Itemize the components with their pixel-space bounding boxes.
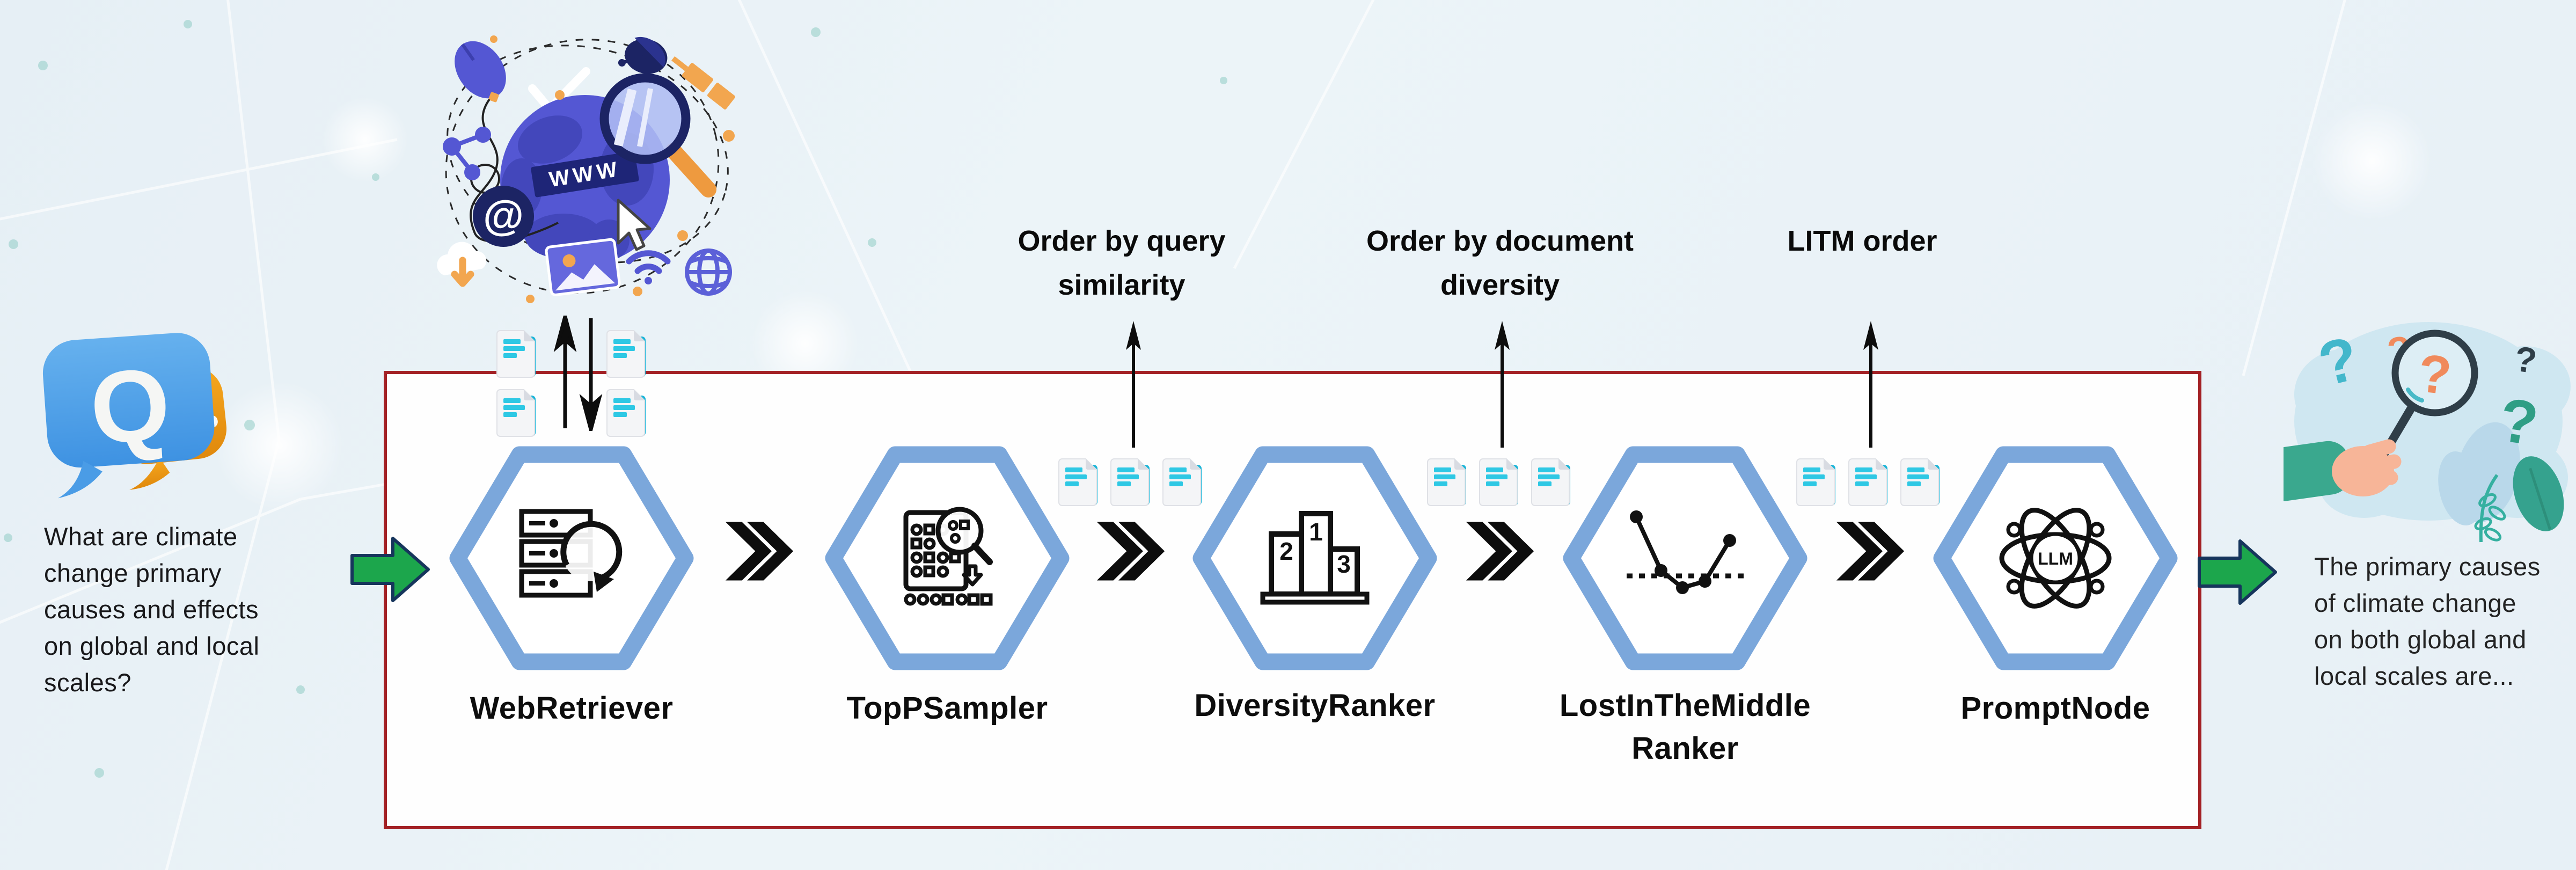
annotation-order-by-document-diversity: Order by document diversity	[1366, 225, 1634, 301]
document-icon	[1848, 458, 1888, 506]
at-sign-icon: @	[473, 186, 534, 247]
magnifier-icon	[599, 73, 716, 198]
image-icon	[545, 238, 621, 296]
share-nodes-icon	[443, 127, 491, 180]
leaf-decoration	[2438, 422, 2564, 543]
annotation-litm-order: LITM order	[1787, 225, 1937, 257]
chevron-separator	[725, 522, 794, 581]
document-icon	[1058, 458, 1098, 506]
node-label-diversityranker: DiversityRanker	[1194, 688, 1436, 723]
node-label-webretriever: WebRetriever	[470, 691, 674, 726]
document-icon	[496, 389, 536, 437]
node-label-promptnode: PromptNode	[1960, 691, 2150, 726]
question-bubble-icon: Q	[42, 333, 227, 499]
question-bubble-blue	[42, 333, 215, 499]
annotation-arrow	[1495, 321, 1510, 448]
web-search-illustration: WWW @	[437, 35, 735, 303]
document-icon	[1479, 458, 1519, 506]
satellite-icon	[618, 36, 735, 109]
answer-text: The primary causes of climate change on …	[2314, 552, 2541, 690]
cursor-icon	[617, 199, 652, 251]
download-icon	[437, 242, 487, 287]
question-letter: Q	[86, 347, 173, 466]
document-icon	[1427, 458, 1467, 506]
document-icon	[606, 330, 646, 378]
svg-text:1: 1	[1309, 518, 1323, 546]
chevron-separator	[1466, 522, 1534, 581]
chevron-separator	[1096, 522, 1165, 581]
line-chart-icon	[1627, 510, 1744, 594]
www-banner: WWW	[531, 151, 639, 198]
svg-text:2: 2	[1279, 537, 1293, 565]
wifi-icon	[626, 250, 671, 284]
question-text: What are climate change primary causes a…	[44, 522, 260, 697]
svg-text:@: @	[483, 192, 524, 239]
server-refresh-icon	[519, 509, 623, 598]
annotation-arrow	[1126, 321, 1141, 448]
svg-text:LLM: LLM	[2038, 549, 2073, 568]
network-dots	[4, 20, 1227, 778]
annotation-order-by-query-similarity: Order by query similarity	[1018, 225, 1226, 301]
hand-magnifier: ?	[2284, 330, 2478, 501]
sampler-grid-magnifier-icon	[903, 507, 993, 606]
document-icon	[496, 330, 536, 378]
wire-globe-icon	[685, 248, 732, 296]
orange-dots	[490, 35, 735, 303]
answer-search-illustration: ? ? ? ? ?	[2284, 322, 2571, 543]
document-icon	[606, 389, 646, 437]
input-arrow	[350, 533, 430, 605]
retriever-updown-arrows	[553, 316, 603, 431]
atom-llm-icon: LLM	[1999, 508, 2112, 609]
output-arrow	[2197, 536, 2278, 608]
annotation-arrow	[1863, 321, 1878, 448]
chevron-separator	[1836, 522, 1905, 581]
document-icon	[1110, 458, 1150, 506]
svg-text:?: ?	[2415, 343, 2454, 406]
node-label-toppsampler: TopPSampler	[846, 691, 1048, 726]
svg-text:3: 3	[1337, 550, 1351, 578]
podium-icon: 2 1 3	[1260, 511, 1370, 605]
document-icon	[1796, 458, 1836, 506]
node-label-lostinthemiddle: LostInTheMiddle Ranker	[1559, 688, 1811, 766]
